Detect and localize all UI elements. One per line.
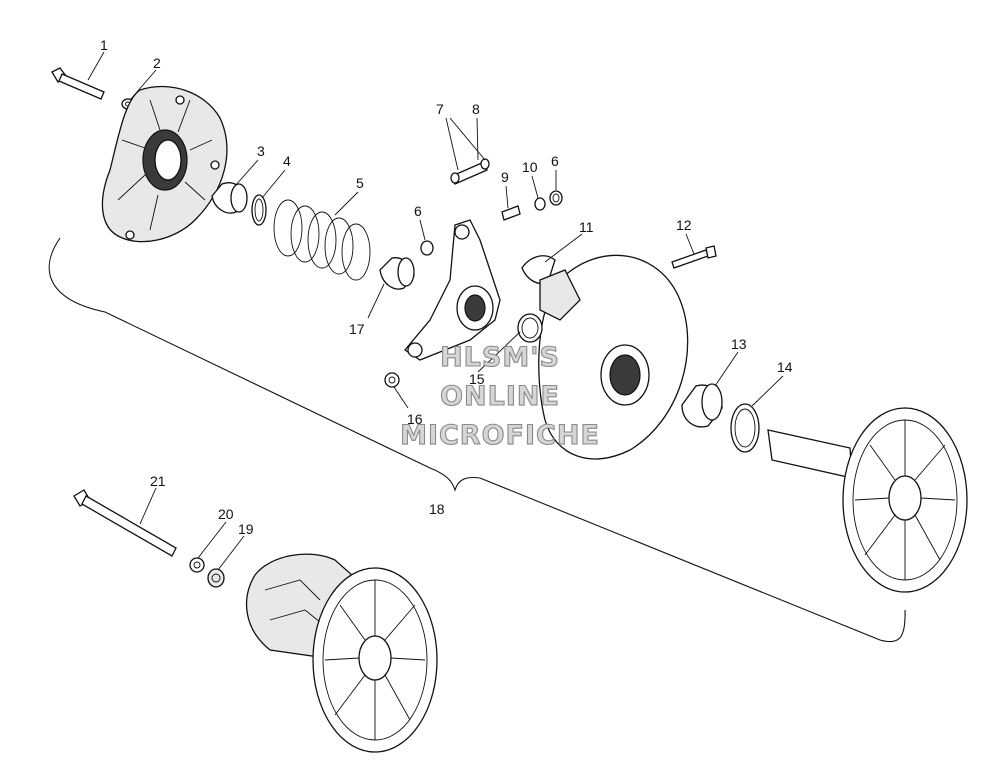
callout-14: 14 xyxy=(777,359,793,375)
watermark-line-2: ONLINE xyxy=(440,381,560,412)
callout-15: 15 xyxy=(469,371,485,387)
part-bolt-12 xyxy=(671,245,717,269)
callout-8: 8 xyxy=(472,101,480,117)
part-roller-6b xyxy=(549,190,563,206)
part-spider-arm xyxy=(404,219,501,361)
callout-3: 3 xyxy=(257,143,265,159)
part-ring-15 xyxy=(517,313,543,343)
callout-13: 13 xyxy=(731,336,747,352)
part-ring-4 xyxy=(251,194,267,226)
part-roller-6a xyxy=(420,240,434,256)
callout-11: 11 xyxy=(579,219,594,235)
callout-20: 20 xyxy=(218,506,234,522)
watermark: HLSM'S ONLINE MICROFICHE xyxy=(400,341,600,451)
part-assembled-clutch xyxy=(245,553,438,753)
callout-4: 4 xyxy=(283,153,291,169)
callout-5: 5 xyxy=(356,175,364,191)
callout-16: 16 xyxy=(407,411,423,427)
callout-6b: 6 xyxy=(551,153,559,169)
callout-1: 1 xyxy=(100,37,108,53)
part-bushing-13 xyxy=(681,383,723,428)
part-bolt-21 xyxy=(73,489,177,557)
part-washer-10 xyxy=(534,197,546,211)
part-nut-19 xyxy=(207,568,225,588)
assembly-bracket xyxy=(48,237,906,643)
watermark-line-1: HLSM'S xyxy=(440,342,560,373)
part-bushing-17 xyxy=(379,257,415,290)
callout-6a: 6 xyxy=(414,203,422,219)
callout-17: 17 xyxy=(349,321,365,337)
part-bolt-1 xyxy=(51,67,105,100)
part-bushing-3 xyxy=(211,182,248,214)
callout-12: 12 xyxy=(676,217,692,233)
leader-lines xyxy=(87,51,784,571)
part-weight-11 xyxy=(521,255,556,285)
callout-2: 2 xyxy=(153,55,161,71)
callout-10: 10 xyxy=(522,159,538,175)
part-fixed-sheave xyxy=(767,407,968,593)
part-ring-14 xyxy=(730,403,760,453)
callout-labels: 1 2 3 4 5 6 7 8 9 10 6 11 12 6 17 15 16 … xyxy=(100,37,793,537)
part-cover xyxy=(101,85,228,243)
callout-21: 21 xyxy=(150,473,166,489)
callout-7: 7 xyxy=(436,101,444,117)
callout-9: 9 xyxy=(501,169,509,185)
callout-18: 18 xyxy=(429,501,445,517)
callout-19: 19 xyxy=(238,521,254,537)
part-nut-16 xyxy=(384,372,400,388)
part-pin-7-8 xyxy=(450,158,490,185)
watermark-line-3: MICROFICHE xyxy=(400,420,600,451)
part-pin-9 xyxy=(501,205,521,221)
part-movable-sheave xyxy=(538,254,689,460)
part-spring-5 xyxy=(273,199,371,281)
part-washer-20 xyxy=(189,557,205,573)
